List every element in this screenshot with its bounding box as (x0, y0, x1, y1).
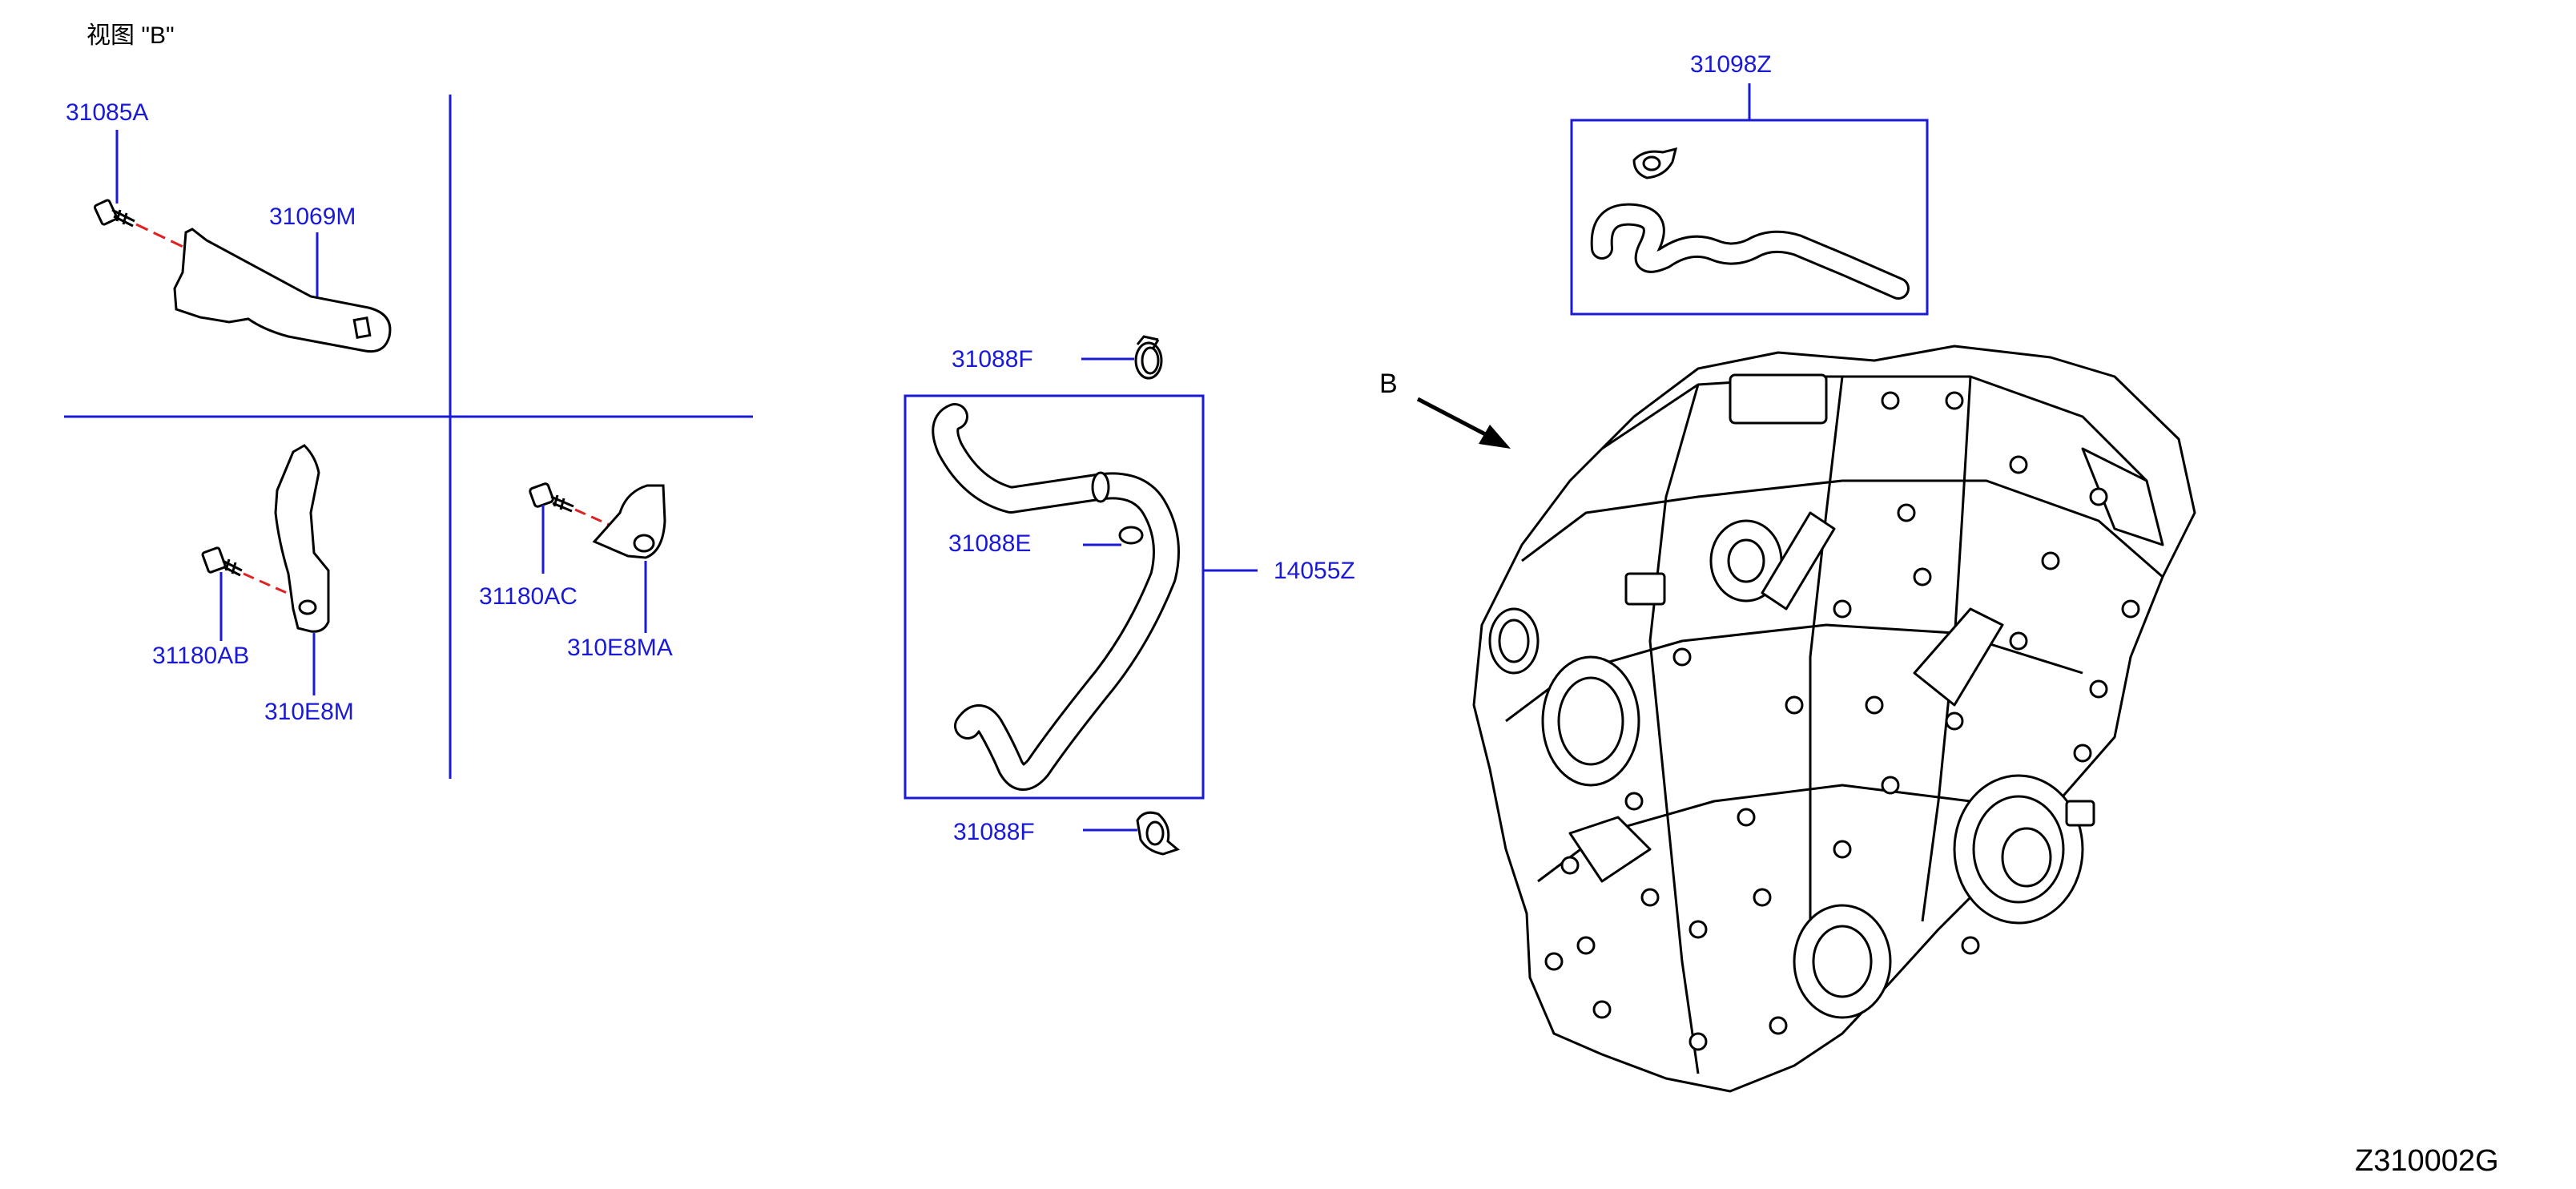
part-label-14055Z[interactable]: 14055Z (1274, 558, 1355, 584)
part-label-31088F-bottom[interactable]: 31088F (953, 819, 1035, 845)
bracket-310E8M (274, 444, 330, 633)
hose-31098Z (1590, 203, 1910, 300)
part-label-31085A[interactable]: 31085A (66, 99, 149, 126)
part-label-31088F-top[interactable]: 31088F (952, 346, 1033, 373)
bracket-310E8MA (592, 484, 666, 559)
bolt-31180AB (201, 546, 243, 577)
bracket-31069M (173, 228, 392, 353)
part-label-31098Z[interactable]: 31098Z (1690, 51, 1772, 78)
phantom-line-31180AC (574, 508, 634, 537)
view-b-arrow (1416, 397, 1511, 449)
clamp-31098Z (1632, 147, 1678, 179)
hose-14055Z (932, 403, 1180, 791)
bolt-31180AC (529, 482, 574, 513)
view-b-panel-dividers (64, 95, 753, 779)
part-label-31088E[interactable]: 31088E (948, 530, 1032, 557)
transmission-bolts (1544, 391, 2140, 1051)
drawing-code: Z310002G (2355, 1144, 2499, 1178)
part-label-310E8M[interactable]: 310E8M (264, 699, 354, 725)
hose-kit-box-14055Z (904, 394, 1205, 800)
transmission-assembly (1472, 345, 2196, 1093)
part-label-31069M[interactable]: 31069M (269, 204, 356, 230)
part-label-310E8MA[interactable]: 310E8MA (567, 635, 673, 661)
view-b-marker: B (1379, 369, 1398, 399)
view-b-title: 视图 "B" (87, 22, 175, 49)
clamp-31088F-bottom (1136, 811, 1181, 856)
phantom-line-31180AB (243, 572, 302, 601)
clamp-31088F-top (1134, 335, 1163, 380)
part-label-31180AB[interactable]: 31180AB (152, 643, 250, 669)
bolt-31085A (93, 199, 135, 228)
part-label-31180AC[interactable]: 31180AC (479, 583, 578, 610)
